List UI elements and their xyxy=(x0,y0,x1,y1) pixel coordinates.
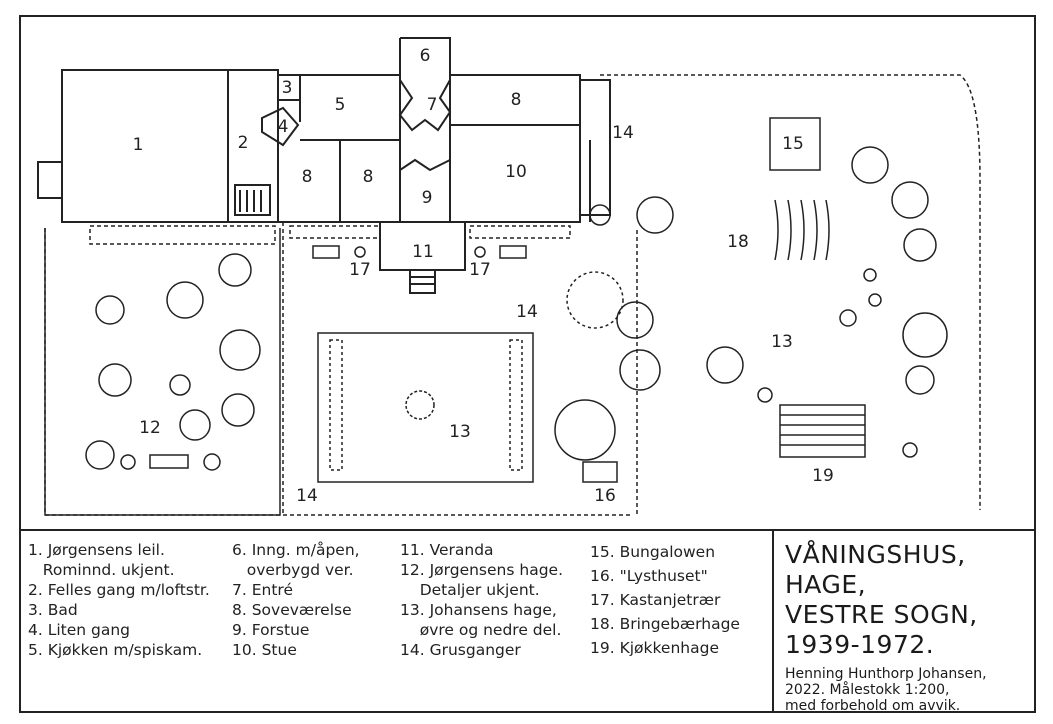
legend-item: 16. "Lysthuset" xyxy=(590,567,708,585)
legend-item: 2. Felles gang m/loftstr. xyxy=(28,581,210,599)
map-label-8: 8 xyxy=(302,167,313,187)
house xyxy=(37,37,611,294)
legend-frame xyxy=(19,529,1036,713)
credit-line: Henning Hunthorp Johansen, xyxy=(785,666,987,682)
legend-item: 18. Bringebærhage xyxy=(590,615,740,633)
garden-12 xyxy=(44,228,281,516)
map-label-9: 9 xyxy=(422,188,433,208)
map-label-13: 13 xyxy=(449,422,471,442)
legend-item: 6. Inng. m/åpen, xyxy=(232,541,360,559)
legend-item: 12. Jørgensens hage. xyxy=(400,561,563,579)
map-label-5: 5 xyxy=(335,95,346,115)
map-label-2: 2 xyxy=(238,133,249,153)
map-label-18: 18 xyxy=(727,232,749,252)
map-label-17: 17 xyxy=(349,260,371,280)
map-label-12: 12 xyxy=(139,418,161,438)
legend-item: 15. Bungalowen xyxy=(590,543,716,561)
legend-item: 14. Grusganger xyxy=(400,641,521,659)
legend-column-3: 11. Veranda 12. Jørgensens hage. Detalje… xyxy=(400,540,563,660)
legend-item: 19. Kjøkkenhage xyxy=(590,639,719,657)
map-label-14: 14 xyxy=(612,123,634,143)
legend-item: 11. Veranda xyxy=(400,541,494,559)
title-line: VESTRE SOGN, xyxy=(785,600,978,629)
legend-item: 8. Soveværelse xyxy=(232,601,352,619)
credit-line: med forbehold om avvik. xyxy=(785,698,961,714)
map-label-8: 8 xyxy=(363,167,374,187)
legend-item: 1. Jørgensens leil. xyxy=(28,541,165,559)
map-label-1: 1 xyxy=(133,135,144,155)
veranda xyxy=(379,221,466,271)
map-label-11: 11 xyxy=(412,242,434,262)
legend-item: 17. Kastanjetrær xyxy=(590,591,721,609)
legend-item: Rominnd. ukjent. xyxy=(28,561,175,579)
legend-item: 9. Forstue xyxy=(232,621,310,639)
map-label-10: 10 xyxy=(505,162,527,182)
garden-13-upper xyxy=(706,117,948,458)
map-label-3: 3 xyxy=(282,78,293,98)
title-block: VÅNINGSHUS, HAGE, VESTRE SOGN, 1939-1972… xyxy=(785,540,1030,714)
legend-item: 7. Entré xyxy=(232,581,293,599)
garden-13-lower xyxy=(312,196,674,483)
bungalow xyxy=(769,117,821,171)
map-label-17: 17 xyxy=(469,260,491,280)
legend-item: 5. Kjøkken m/spiskam. xyxy=(28,641,203,659)
hedges xyxy=(44,74,981,516)
legend-item: Detaljer ukjent. xyxy=(400,581,540,599)
legend-item: 4. Liten gang xyxy=(28,621,131,639)
legend-item: øvre og nedre del. xyxy=(400,621,562,639)
legend-column-2: 6. Inng. m/åpen, overbygd ver. 7. Entré … xyxy=(232,540,360,660)
map-label-6: 6 xyxy=(420,46,431,66)
map-label-7: 7 xyxy=(427,95,438,115)
map-label-19: 19 xyxy=(812,466,834,486)
map-label-15: 15 xyxy=(782,134,804,154)
legend-item: 10. Stue xyxy=(232,641,297,659)
legend-item: 13. Johansens hage, xyxy=(400,601,557,619)
legend-column-4: 15. Bungalowen 16. "Lysthuset" 17. Kasta… xyxy=(590,540,740,660)
map-label-16: 16 xyxy=(594,486,616,506)
legend-item: 3. Bad xyxy=(28,601,78,619)
legend-item: overbygd ver. xyxy=(232,561,354,579)
credit-text: Henning Hunthorp Johansen, 2022. Målesto… xyxy=(785,666,1030,714)
map-label-14: 14 xyxy=(516,302,538,322)
legend-column-1: 1. Jørgensens leil. Rominnd. ukjent. 2. … xyxy=(28,540,210,660)
map-label-14: 14 xyxy=(296,486,318,506)
map-label-8: 8 xyxy=(511,90,522,110)
map-label-4: 4 xyxy=(278,117,289,137)
credit-line: 2022. Målestokk 1:200, xyxy=(785,682,950,698)
title-line: 1939-1972. xyxy=(785,630,935,659)
map-label-13: 13 xyxy=(771,332,793,352)
title-line: VÅNINGSHUS, HAGE, xyxy=(785,540,966,599)
